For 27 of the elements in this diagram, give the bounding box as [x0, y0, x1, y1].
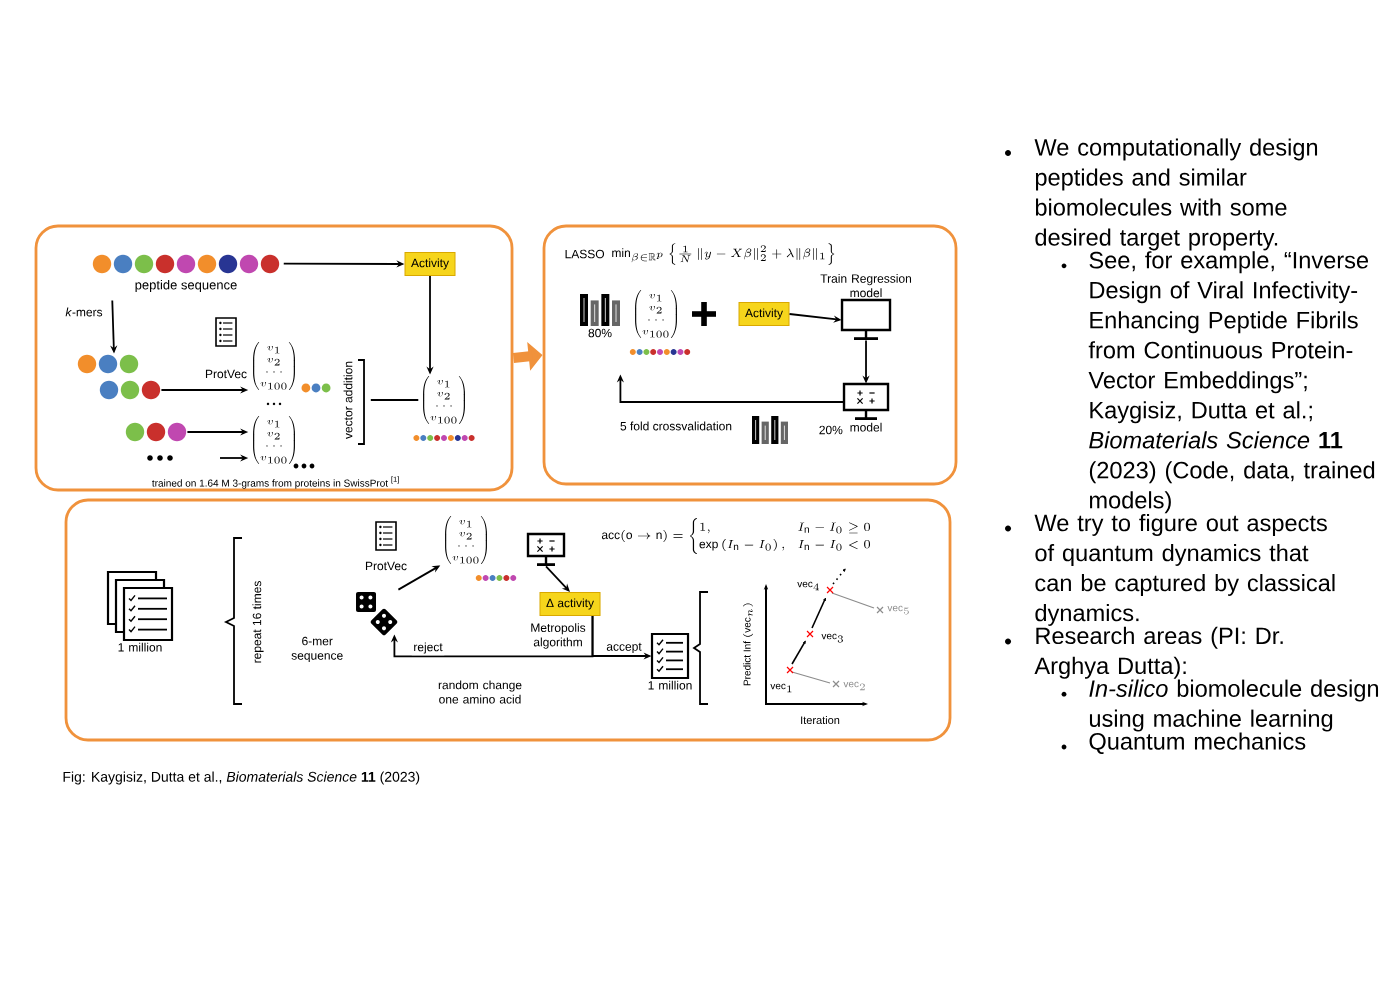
axis-label: $\text{Predict Inf }(\text{vec}_{n})$	[743, 603, 753, 686]
connector-line	[369, 399, 420, 401]
point-label: $\text{vec}_{2}$	[843, 681, 865, 691]
panel	[34, 224, 514, 492]
formula: $\min_{\beta\in\mathbb{R}^{p}}\left\{\frac{1}{N}\left\|y-X\beta\right\|_{2}^{2}+\lambda\|\beta\|_{1}\right\}$	[612, 243, 835, 265]
point-label: $\text{vec}_{5}$	[887, 605, 909, 615]
bullet-text: Research areas (PI: Dr. Arghya Dutta):	[1034, 626, 1283, 679]
monitor-icon	[526, 532, 566, 566]
formula: $\mathrm{acc}(\mathrm{o}\rightarrow\mathrm{n})=\begin{cases}1, & I_{\mathrm{n}}-I_{0}\geq 0\\ \exp\left(I_{\mathrm{n}}-I_{0}\right), & I_{\mathrm{n}}-I_{0}<0\end{cases}$	[601, 518, 870, 555]
panel	[542, 224, 958, 486]
bullet-text: Quantum mechanics	[1089, 732, 1306, 754]
point-label: $\text{vec}_{1}$	[770, 683, 792, 693]
vector-formula: $\begin{pmatrix}v_{1}\\ v_{2}\\ \cdots\\ v_{100}\end{pmatrix}$	[253, 416, 295, 464]
point-label: $\text{vec}_{3}$	[821, 633, 843, 643]
bullet-text: We computationally design peptides and similar biomolecules with some desired target property.	[1034, 138, 1318, 251]
bullet-text: In-silico biomolecule design using machine learning	[1089, 679, 1379, 732]
vector-formula: $\begin{pmatrix}v_{1}\\ v_{2}\\ \cdots\\ v_{100}\end{pmatrix}$	[445, 516, 517, 581]
colored-dots	[99, 380, 161, 400]
colored-dots	[77, 354, 139, 374]
panel	[64, 498, 952, 742]
vector-formula: $\begin{pmatrix}v_{1}\\ v_{2}\\ \cdots\\ v_{100}\end{pmatrix}$	[413, 376, 475, 441]
point-label: $\text{vec}_{4}$	[797, 581, 819, 591]
bullet-text: We try to figure out aspects of quantum dynamics that can be captured by classical dynamics.	[1034, 514, 1335, 626]
arrow	[545, 565, 570, 592]
vector-formula: $\begin{pmatrix}v_{1}\\ v_{2}\\ \cdots\\ v_{100}\end{pmatrix}$	[253, 342, 331, 393]
colored-dots	[125, 422, 187, 442]
bullet-text: See, for example, “Inverse Design of Viral Infectivity-Enhancing Peptide Fibrils from Continuous Protein-Vector Embeddings”; Kaygisiz, Dutta et al.; Biomaterials Science 11 (2023) (Code, data, trained models)	[1088, 251, 1375, 514]
